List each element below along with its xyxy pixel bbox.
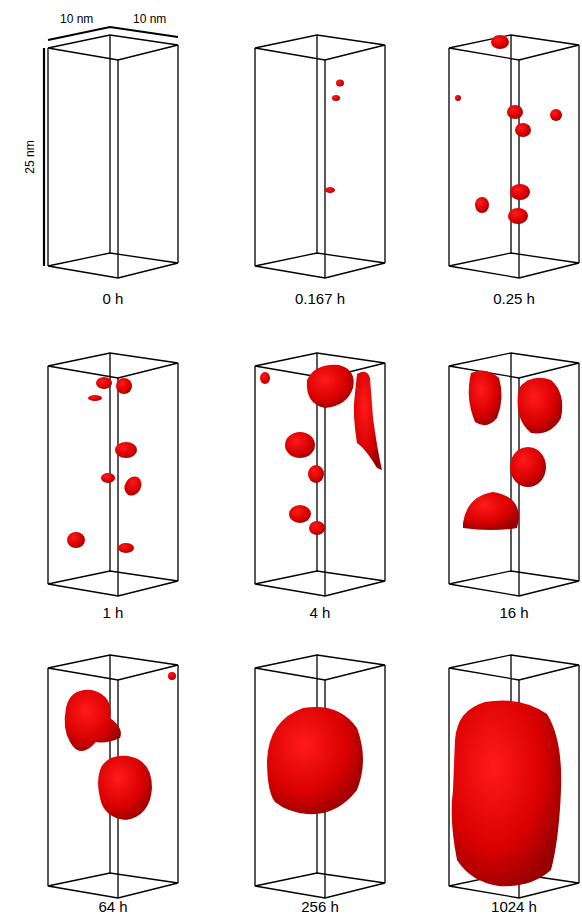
time-label: 256 h (301, 899, 339, 914)
simulation-box (255, 655, 385, 898)
time-label: 64 h (98, 899, 127, 914)
time-label: 1024 h (491, 899, 537, 914)
time-label: 0.25 h (493, 291, 535, 306)
dimension-bars (44, 27, 178, 266)
simulation-box (48, 35, 178, 278)
dimension-label: 25 nm (24, 140, 36, 173)
time-label: 1 h (103, 605, 124, 620)
simulation-box (48, 353, 178, 596)
time-label: 0 h (103, 291, 124, 306)
simulation-box (255, 353, 385, 596)
time-label: 4 h (310, 605, 331, 620)
time-label: 0.167 h (295, 291, 345, 306)
simulation-box (48, 655, 178, 898)
simulation-box (255, 35, 385, 278)
simulation-box (449, 655, 579, 898)
dimension-label: 10 nm (133, 13, 166, 25)
dimension-label: 10 nm (60, 13, 93, 25)
simulation-box (449, 353, 579, 596)
simulation-box (449, 35, 579, 278)
time-label: 16 h (499, 605, 528, 620)
